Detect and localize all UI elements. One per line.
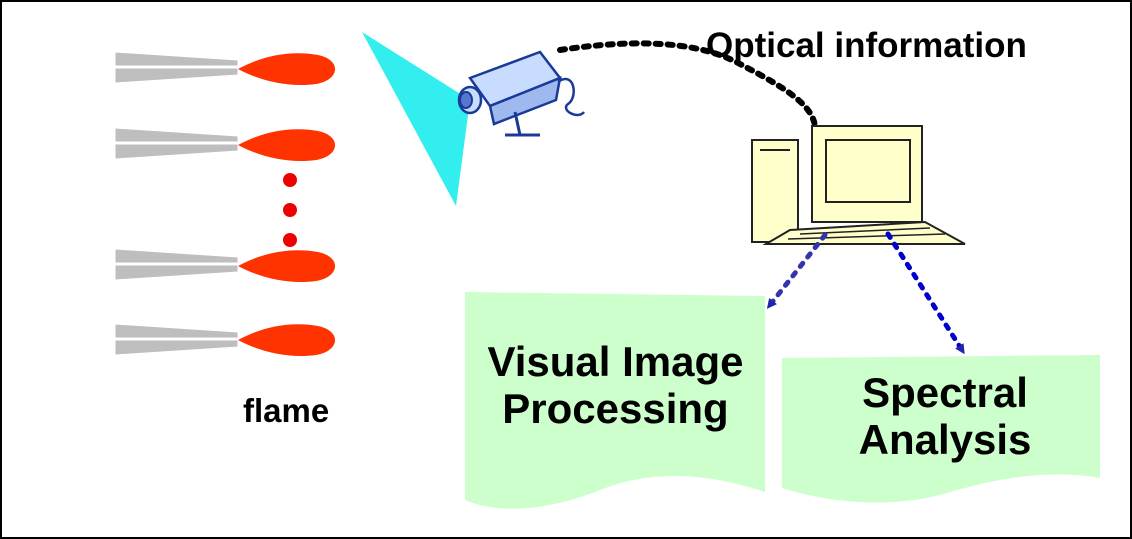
visual-processing-page — [465, 292, 765, 509]
burner-flame-3 — [114, 248, 336, 283]
flame-icon — [238, 53, 336, 86]
visual-image-processing-label: Visual Image Processing — [468, 338, 763, 432]
monitor-screen — [825, 139, 911, 203]
visual-label-line-2: Processing — [502, 385, 729, 433]
flame-icon — [238, 129, 336, 162]
flame-label: flame — [243, 392, 330, 429]
tower — [751, 139, 799, 243]
optical-connector — [557, 40, 818, 129]
spectral-label-line-1: Spectral — [862, 369, 1028, 416]
camera-icon — [457, 50, 585, 137]
burner-flame-2 — [114, 127, 336, 162]
ellipsis-dots — [283, 173, 297, 247]
arrow-to-spectral — [885, 231, 965, 355]
burner-flame-4 — [114, 323, 336, 357]
spectral-label-line-2: Analysis — [858, 416, 1032, 464]
computer-icon — [751, 125, 966, 245]
spectral-analysis-page — [782, 355, 1100, 503]
burner-flame-1 — [114, 51, 336, 86]
camera-view-beam — [362, 32, 470, 206]
arrow-to-visual — [766, 232, 828, 309]
flame-icon — [238, 324, 336, 357]
optical-information-label: Optical information — [706, 26, 1027, 65]
spectral-analysis-label: Spectral Analysis — [790, 369, 1100, 463]
flame-icon — [238, 250, 336, 283]
visual-label-line-1: Visual Image — [487, 338, 744, 385]
